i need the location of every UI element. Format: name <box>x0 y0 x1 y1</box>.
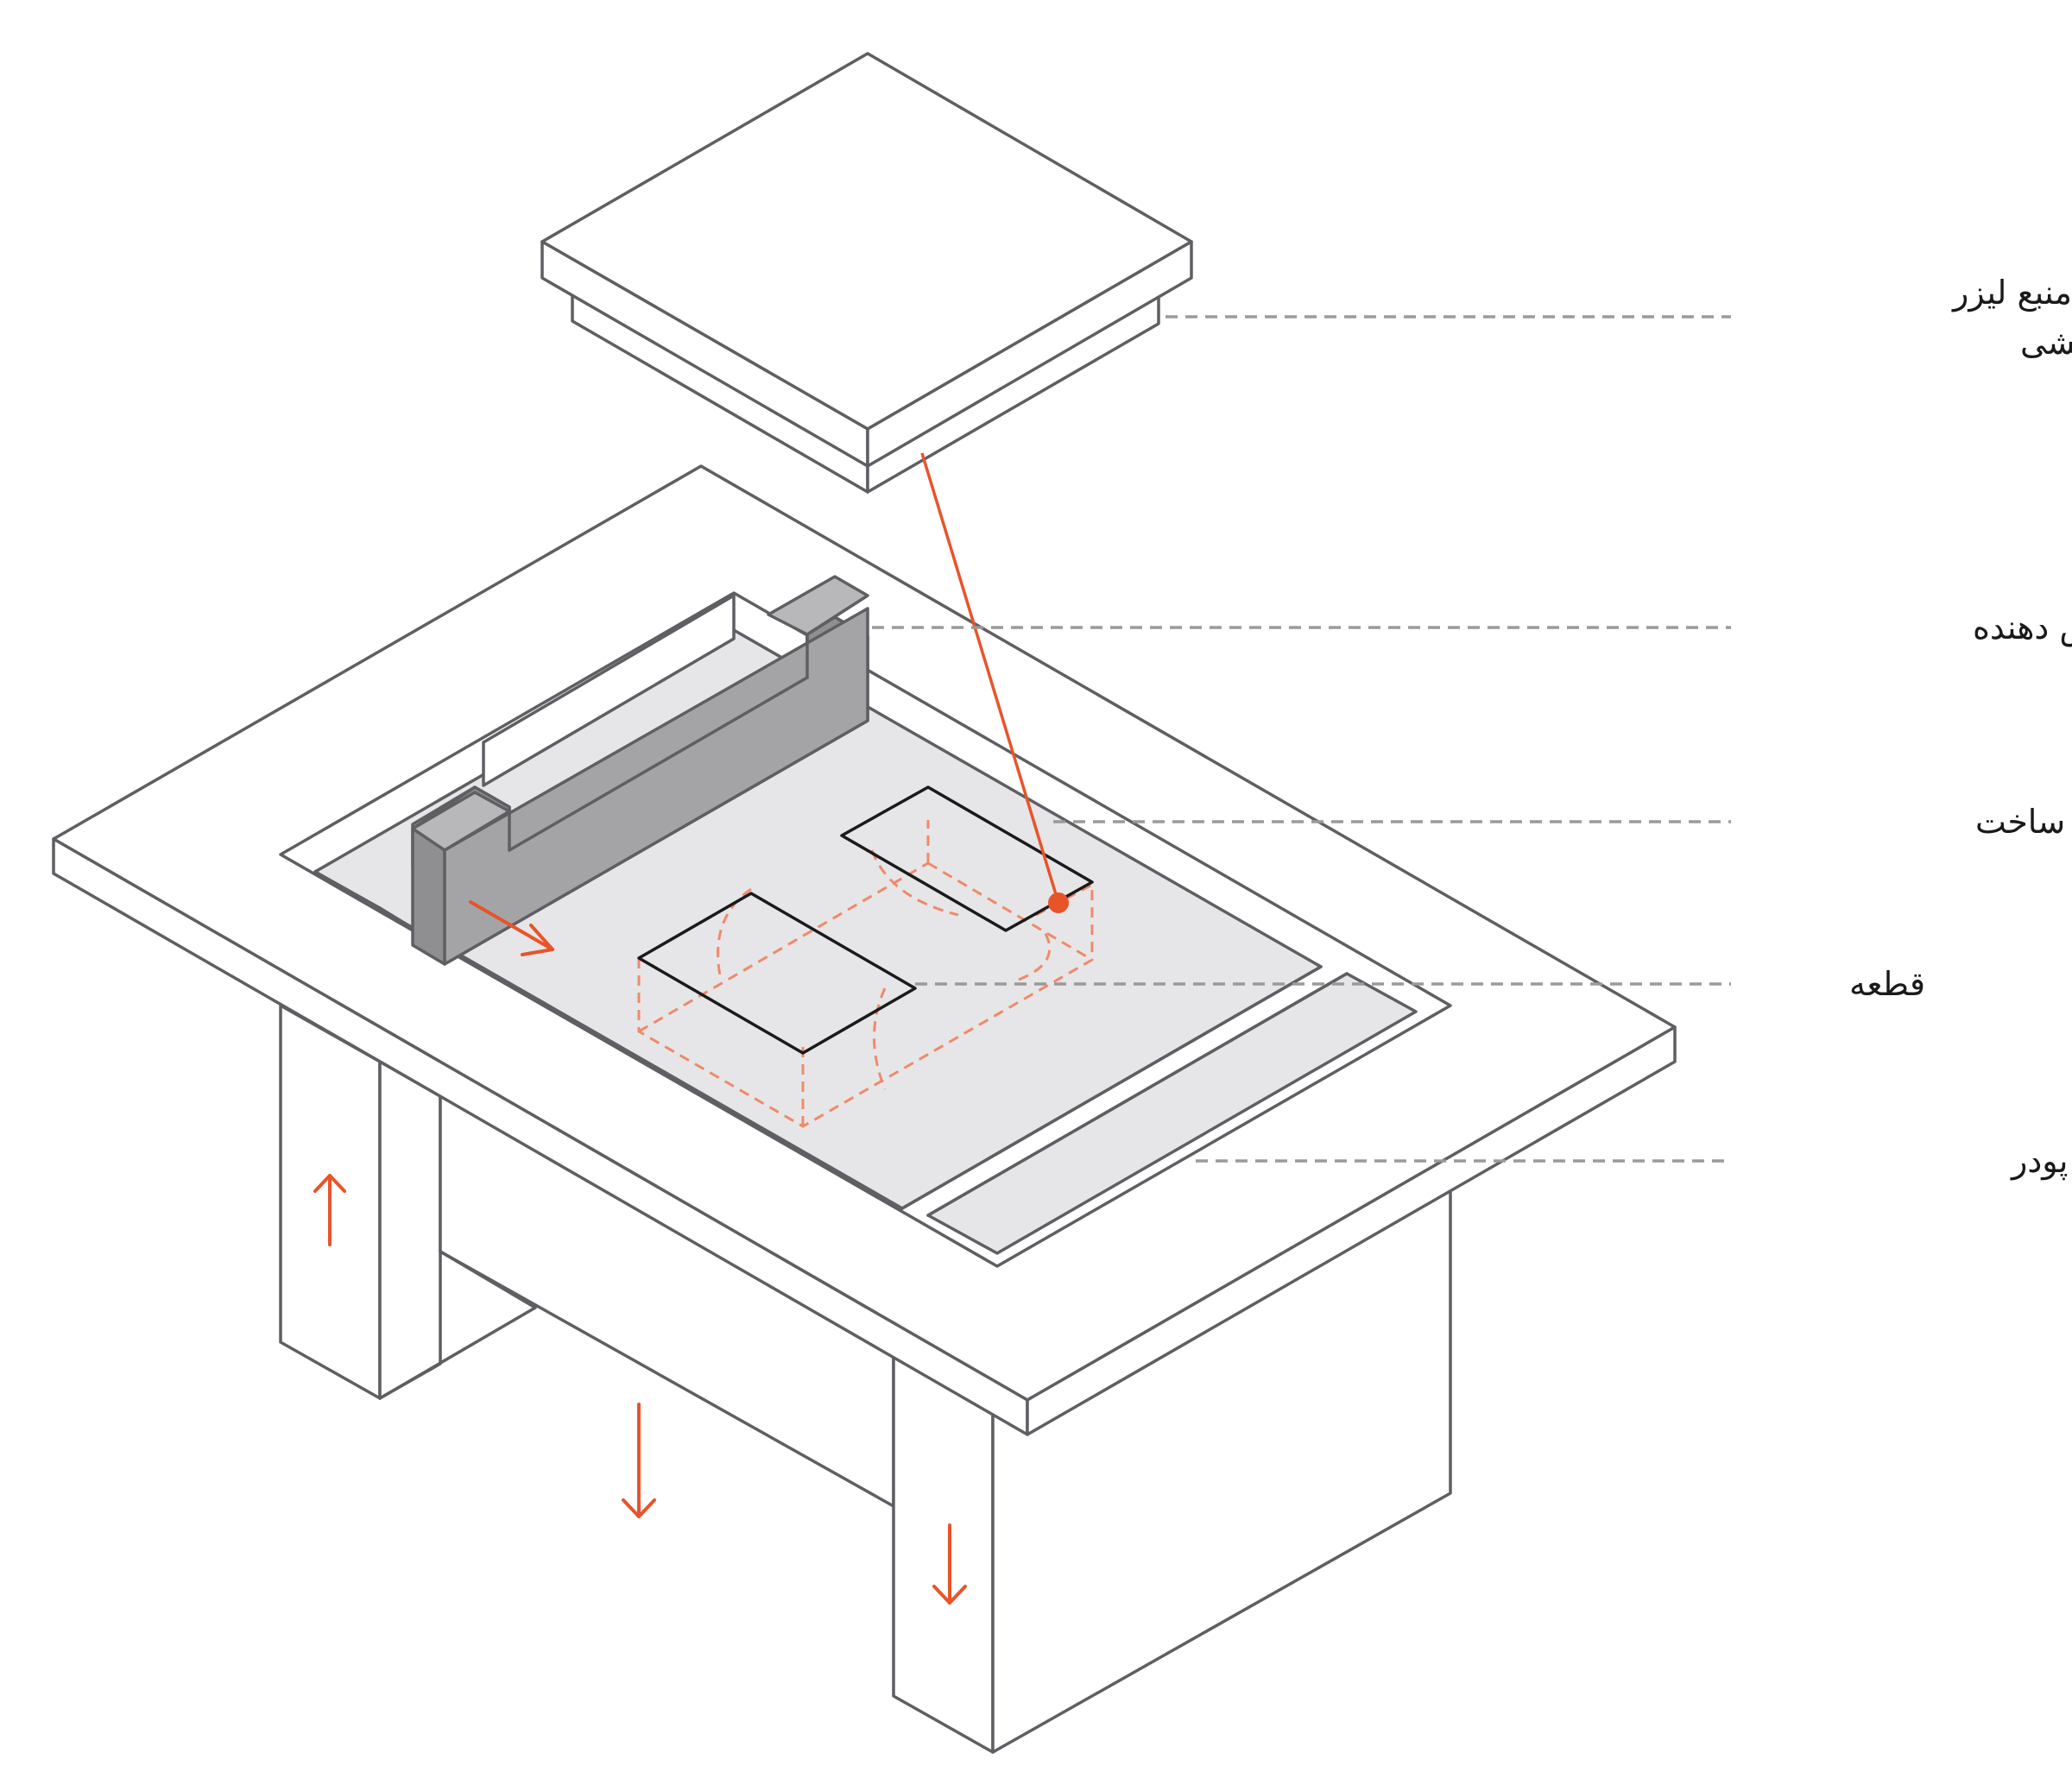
label-laser-line1: منبع لیزر <box>1951 274 2072 312</box>
roller-side <box>443 607 869 966</box>
laser-beam <box>920 452 1060 904</box>
laser-plate-top <box>540 52 1193 431</box>
roller-direction-arrow <box>469 900 554 956</box>
motion-arrows <box>313 900 967 1605</box>
part-top-back <box>840 785 1094 932</box>
label-part: قطعه <box>1849 965 1925 1003</box>
label-roller: پوشش دهنده <box>1973 609 2072 647</box>
printed-part <box>637 785 1094 1128</box>
left-pillar-side <box>378 1060 442 1400</box>
recoater-roller <box>411 575 869 966</box>
table-side-right <box>1026 1025 1677 1436</box>
left-piston-up-arrow <box>313 1174 346 1246</box>
laser-focus-dot <box>1048 892 1069 913</box>
center-piston-down-arrow <box>622 1403 656 1518</box>
laser-plate-right <box>866 240 1193 468</box>
machine-table <box>52 464 1677 1436</box>
right-piston-down-arrow <box>932 1523 967 1605</box>
labels: منبع لیزر وسیستم گرمایشی پوشش دهنده پلتف… <box>1849 274 2072 1181</box>
label-laser-line2: وسیستم گرمایشی <box>2020 324 2072 363</box>
roller-back-rail <box>482 594 736 787</box>
laser-source <box>540 52 1193 494</box>
label-build-platform: پلتفرم ساخت <box>1975 803 2072 842</box>
label-overflow: جایگاه سرریز پودر <box>2010 1142 2072 1181</box>
part-top-front <box>637 892 917 1055</box>
leader-lines <box>872 315 1731 1163</box>
